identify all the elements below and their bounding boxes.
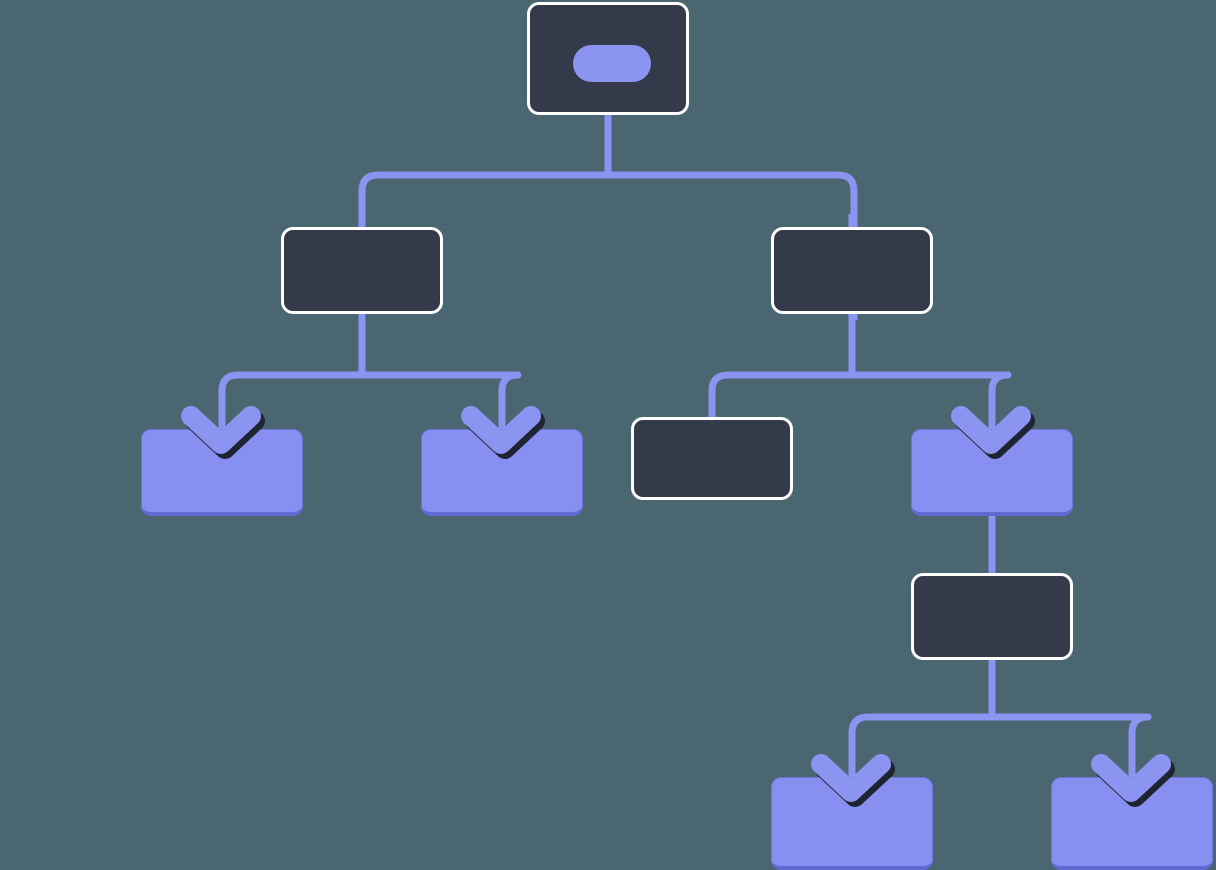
node-level4-dark[interactable]	[911, 573, 1073, 660]
node-level3-dark[interactable]	[631, 417, 793, 500]
root-pill-badge	[573, 45, 651, 82]
node-level2-right[interactable]	[771, 227, 933, 314]
node-leaf-5[interactable]	[1051, 777, 1213, 870]
node-leaf-2[interactable]	[421, 429, 583, 516]
node-root[interactable]	[527, 2, 689, 115]
node-leaf-1[interactable]	[141, 429, 303, 516]
node-leaf-3[interactable]	[911, 429, 1073, 516]
node-leaf-4[interactable]	[771, 777, 933, 870]
node-level2-left[interactable]	[281, 227, 443, 314]
